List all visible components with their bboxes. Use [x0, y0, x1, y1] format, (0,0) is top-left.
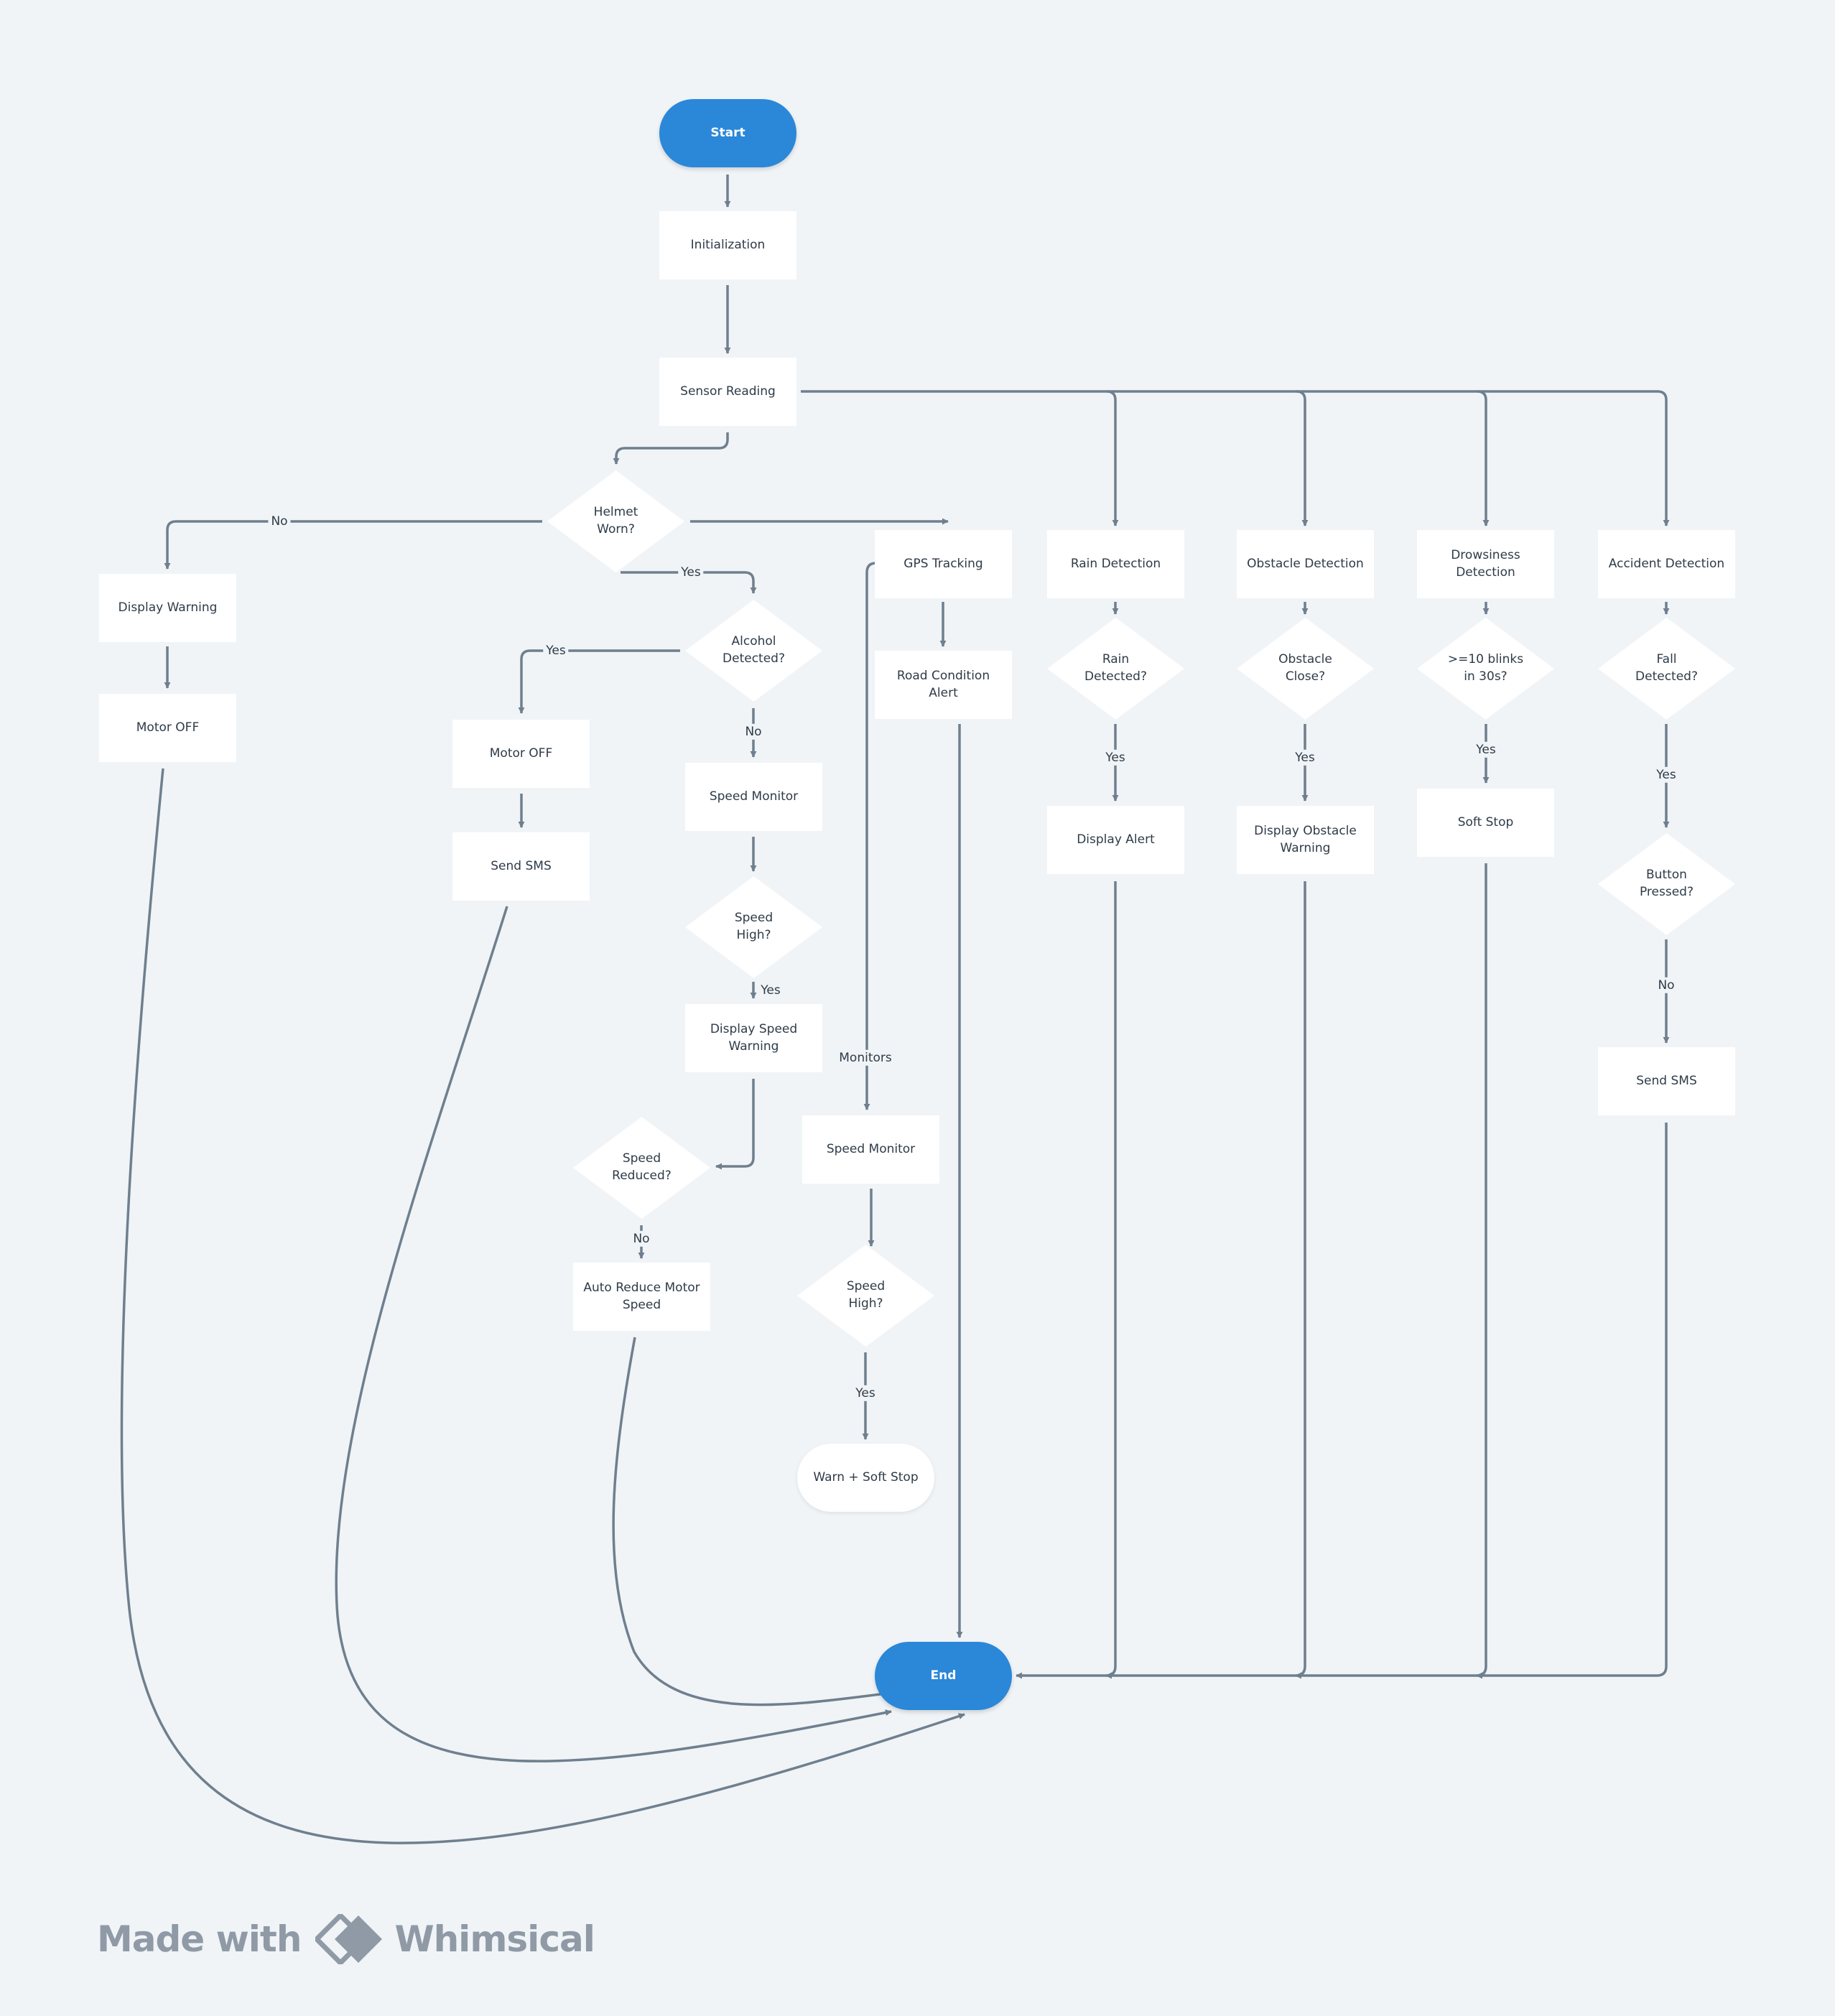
edge-label-speed-high-1-yes: Yes	[758, 982, 784, 999]
accident-detection-step[interactable]: Accident Detection	[1598, 530, 1735, 598]
speed-high-decision-2[interactable]: Speed High?	[797, 1245, 934, 1347]
obstacle-close-decision[interactable]: Obstacle Close?	[1237, 618, 1374, 720]
edge-label-speed-high-2-yes: Yes	[853, 1385, 878, 1402]
edge-label-fall-yes: Yes	[1653, 766, 1679, 784]
edge-gps-monitors	[863, 562, 877, 1110]
display-speed-warning-step[interactable]: Display Speed Warning	[685, 1004, 822, 1072]
edge-label-blinks-yes: Yes	[1473, 741, 1499, 758]
edge-sms1-end	[335, 906, 892, 1762]
edge-helmet-no	[164, 520, 542, 570]
edge-dispalert-end	[1105, 881, 1117, 1679]
display-alert-step[interactable]: Display Alert	[1047, 806, 1184, 874]
edge-label-monitors: Monitors	[836, 1049, 895, 1067]
button-pressed-decision[interactable]: Button Pressed?	[1598, 833, 1735, 935]
helmet-worn-decision[interactable]: Helmet Worn?	[547, 470, 684, 572]
drowsiness-detection-step[interactable]: Drowsiness Detection	[1417, 530, 1554, 598]
initialization-step[interactable]: Initialization	[659, 211, 796, 279]
display-warning-step[interactable]: Display Warning	[99, 574, 236, 642]
edge-autoreduce-end	[612, 1337, 892, 1706]
speed-monitor-step-1[interactable]: Speed Monitor	[685, 763, 822, 831]
send-sms-step-1[interactable]: Send SMS	[452, 832, 590, 901]
edge-dispspeed-reduced	[715, 1079, 755, 1170]
auto-reduce-step[interactable]: Auto Reduce Motor Speed	[573, 1263, 710, 1331]
edge-label-rain-yes: Yes	[1102, 749, 1128, 766]
edge-label-helmet-no: No	[268, 513, 291, 530]
road-condition-alert-step[interactable]: Road Condition Alert	[875, 651, 1012, 719]
soft-stop-step[interactable]: Soft Stop	[1417, 789, 1554, 857]
warn-soft-stop-step[interactable]: Warn + Soft Stop	[797, 1444, 934, 1512]
edge-motoroff1-end	[120, 768, 965, 1844]
edge-sensor-rain	[801, 390, 1119, 526]
rain-detected-decision[interactable]: Rain Detected?	[1047, 618, 1184, 720]
speed-high-decision-1[interactable]: Speed High?	[685, 876, 822, 978]
whimsical-brand-text: Whimsical	[394, 1918, 595, 1960]
gps-tracking-step[interactable]: GPS Tracking	[875, 530, 1012, 598]
end-node[interactable]: End	[875, 1642, 1012, 1710]
made-with-whimsical-watermark[interactable]: Made with Whimsical	[97, 1914, 595, 1964]
display-obstacle-warning-step[interactable]: Display Obstacle Warning	[1237, 806, 1374, 874]
edge-sensor-helmet	[613, 432, 729, 465]
edge-label-helmet-yes: Yes	[678, 564, 704, 581]
edge-label-alcohol-yes: Yes	[543, 642, 569, 659]
edge-label-alcohol-no: No	[742, 723, 765, 740]
fall-detected-decision[interactable]: Fall Detected?	[1598, 618, 1735, 720]
motor-off-step-2[interactable]: Motor OFF	[452, 720, 590, 788]
sensor-reading-step[interactable]: Sensor Reading	[659, 358, 796, 426]
rain-detection-step[interactable]: Rain Detection	[1047, 530, 1184, 598]
edge-label-button-no: No	[1655, 977, 1678, 994]
edge-label-speed-reduced-no: No	[630, 1230, 653, 1248]
speed-monitor-step-2[interactable]: Speed Monitor	[802, 1115, 939, 1184]
blinks-decision[interactable]: >=10 blinks in 30s?	[1417, 618, 1554, 720]
edge-sensor-drowsiness	[1296, 390, 1490, 526]
made-with-text: Made with	[97, 1918, 302, 1960]
edge-alcohol-yes	[518, 649, 680, 714]
alcohol-detected-decision[interactable]: Alcohol Detected?	[685, 600, 822, 702]
edge-helmet-yes	[621, 571, 757, 594]
obstacle-detection-step[interactable]: Obstacle Detection	[1237, 530, 1374, 598]
edge-dispobst-end	[1295, 881, 1306, 1679]
whimsical-logo-icon	[315, 1914, 383, 1964]
start-node[interactable]: Start	[659, 99, 796, 167]
edge-softstop-end	[1476, 863, 1487, 1679]
edge-sensor-accident	[1477, 390, 1670, 526]
speed-reduced-decision[interactable]: Speed Reduced?	[573, 1117, 710, 1219]
edge-sms2-end	[1016, 1123, 1668, 1679]
edge-label-obstacle-yes: Yes	[1292, 749, 1318, 766]
edge-sensor-obstacle	[1107, 390, 1309, 526]
motor-off-step-1[interactable]: Motor OFF	[99, 694, 236, 762]
send-sms-step-2[interactable]: Send SMS	[1598, 1047, 1735, 1115]
